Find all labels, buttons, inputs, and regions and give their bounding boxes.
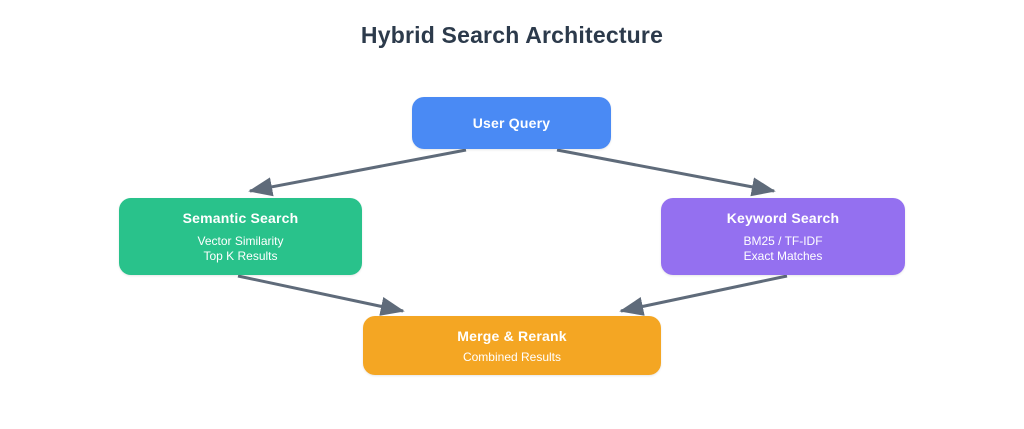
- node-user-query[interactable]: User Query: [412, 97, 611, 149]
- edge-user-query-to-keyword-search: [556, 148, 776, 197]
- page-title: Hybrid Search Architecture: [360, 22, 664, 48]
- node-keyword-search-subtitle-line-2: Exact Matches: [743, 249, 823, 263]
- node-semantic-search-title: Semantic Search: [182, 210, 299, 226]
- node-semantic-search-subtitle: Vector Similarity Top K Results: [197, 234, 283, 264]
- node-semantic-search-subtitle-line-2: Top K Results: [203, 249, 278, 263]
- edge-user-query-to-semantic-search: [248, 148, 467, 197]
- node-semantic-search-subtitle-line-1: Vector Similarity: [197, 234, 284, 248]
- node-merge-rerank-subtitle-line-1: Combined Results: [462, 349, 562, 364]
- node-semantic-search[interactable]: Semantic Search Vector Similarity Top K …: [119, 198, 362, 275]
- node-user-query-title: User Query: [472, 115, 551, 131]
- edge-semantic-search-to-merge-rerank: [237, 274, 405, 316]
- node-merge-rerank[interactable]: Merge & Rerank Combined Results: [363, 316, 661, 375]
- edge-keyword-search-to-merge-rerank: [619, 274, 788, 316]
- node-keyword-search-title: Keyword Search: [726, 210, 840, 226]
- node-keyword-search-subtitle-line-1: BM25 / TF-IDF: [743, 234, 823, 248]
- node-keyword-search[interactable]: Keyword Search BM25 / TF-IDF Exact Match…: [661, 198, 905, 275]
- node-keyword-search-subtitle: BM25 / TF-IDF Exact Matches: [743, 234, 822, 264]
- node-merge-rerank-title: Merge & Rerank: [457, 327, 567, 344]
- node-merge-rerank-subtitle: Combined Results: [463, 350, 561, 365]
